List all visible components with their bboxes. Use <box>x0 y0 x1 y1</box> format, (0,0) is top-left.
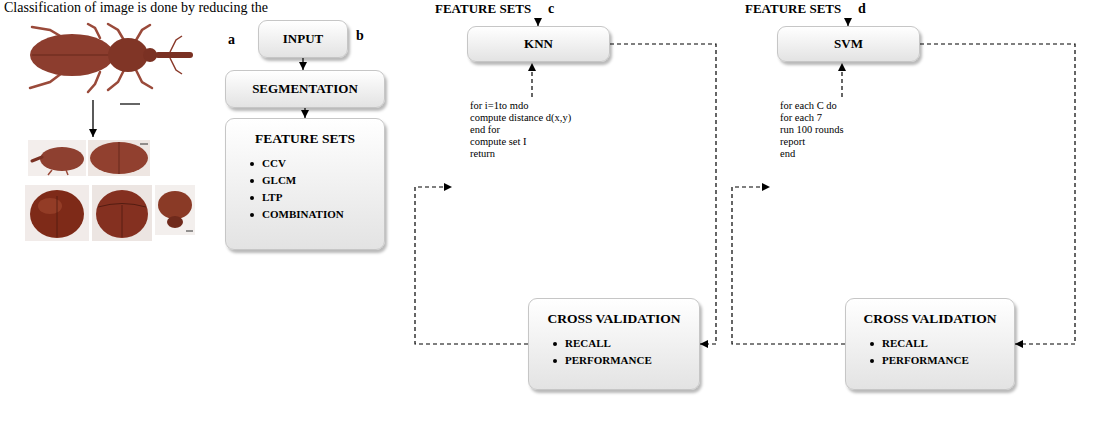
bullet-dot <box>250 162 254 166</box>
caption-text: Classification of image is done by reduc… <box>4 0 268 16</box>
bullet-dot <box>553 342 557 346</box>
feedback-loop <box>732 187 845 344</box>
flow-arrow <box>92 100 93 137</box>
box-label: SVM <box>834 36 863 52</box>
box-label: KNN <box>524 36 553 52</box>
process-box: SVM <box>777 26 920 62</box>
box-label: SEGMENTATION <box>252 81 358 97</box>
bullet-dot <box>870 359 874 363</box>
pseudo-code: run 100 rounds <box>780 124 844 136</box>
input-arrow <box>847 18 848 26</box>
pseudo-code: end <box>780 148 795 160</box>
flow-arrows <box>415 18 848 344</box>
pseudo-code: compute distance d(x,y) <box>470 112 571 124</box>
bullet-text: GLCM <box>262 174 296 186</box>
connector-arrow <box>304 108 305 118</box>
panel-letter: a <box>228 32 235 48</box>
bullet-item: RECALL <box>551 335 687 352</box>
dashed-arrow <box>841 63 842 97</box>
bullet-item: PERFORMANCE <box>868 352 1002 369</box>
input-label: FEATURE SETS <box>435 1 531 17</box>
panel-letter: c <box>548 1 554 17</box>
bullet-text: CCV <box>262 157 286 169</box>
input-arrow <box>537 18 538 26</box>
bullet-dot <box>250 196 254 200</box>
process-box: CROSS VALIDATION RECALL PERFORMANCE <box>528 298 700 390</box>
bullet-item: GLCM <box>248 172 372 189</box>
bullet-text: PERFORMANCE <box>882 354 969 366</box>
box-label: INPUT <box>283 31 323 47</box>
process-box: KNN <box>467 26 610 62</box>
bullet-dot <box>250 179 254 183</box>
bullet-item: CCV <box>248 155 372 172</box>
pseudo-code: report <box>780 136 805 148</box>
bullet-item: COMBINATION <box>248 206 372 223</box>
dashed-arrow <box>531 63 532 97</box>
process-box: INPUT <box>258 20 348 58</box>
pseudo-code: for each 7 <box>780 112 822 124</box>
process-box: SEGMENTATION <box>225 70 385 108</box>
panel-letter: d <box>858 1 866 17</box>
bullet-dot <box>250 213 254 217</box>
bullet-item: PERFORMANCE <box>551 352 687 369</box>
bullet-item: LTP <box>248 189 372 206</box>
panel-letter: b <box>356 28 364 44</box>
box-heading: CROSS VALIDATION <box>858 311 1002 327</box>
pseudo-code: for i=1to mdo <box>470 100 528 112</box>
bullet-dot <box>870 342 874 346</box>
process-box: FEATURE SETS CCV GLCM LTP COMBINATION <box>225 118 385 250</box>
feedback-loop <box>415 187 528 344</box>
crop-photo <box>28 140 150 176</box>
pseudo-code: end for <box>470 124 500 136</box>
bullet-text: RECALL <box>565 337 611 349</box>
beetle-photo <box>25 185 195 241</box>
bullet-text: COMBINATION <box>262 208 344 220</box>
input-label: FEATURE SETS <box>745 1 841 17</box>
pseudo-code: compute set I <box>470 136 527 148</box>
bullet-text: PERFORMANCE <box>565 354 652 366</box>
bullet-item: RECALL <box>868 335 1002 352</box>
bullet-text: RECALL <box>882 337 928 349</box>
box-heading: CROSS VALIDATION <box>541 311 687 327</box>
connector-arrow <box>302 58 303 70</box>
pseudo-code: for each C do <box>780 100 837 112</box>
bullet-text: LTP <box>262 191 282 203</box>
bullet-dot <box>553 359 557 363</box>
pseudo-code: return <box>470 148 495 160</box>
weevil-photo <box>30 24 193 104</box>
box-heading: FEATURE SETS <box>238 131 372 147</box>
process-box: CROSS VALIDATION RECALL PERFORMANCE <box>845 298 1015 390</box>
